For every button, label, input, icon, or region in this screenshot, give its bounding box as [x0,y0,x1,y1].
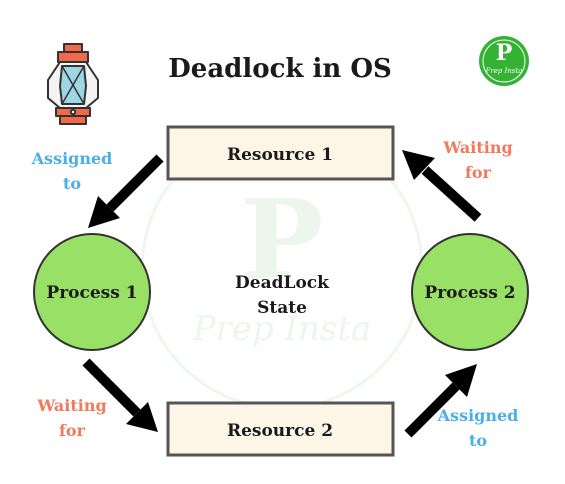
arrow-waiting-process2-to-resource1 [402,150,482,222]
resource-1-node: Resource 1 [166,125,395,181]
process-2-node: Process 2 [411,233,529,351]
process-1-label: Process 1 [46,283,137,303]
waiting-right-line2: for [465,163,492,182]
watermark-wordmark: Prep Insta [192,309,372,349]
process-2-label: Process 2 [424,283,515,303]
watermark: P Prep Insta [140,126,424,410]
edge-label-assigned-right: Assigned to [437,406,519,450]
watermark-letter: P [241,175,324,304]
process-1-node: Process 1 [33,233,151,351]
waiting-right-line1: Waiting [442,138,512,157]
assigned-right-line1: Assigned [437,406,519,425]
deadlock-state-line2: State [257,298,307,318]
arrow-assigned-resource2-to-process2 [404,364,477,438]
prepinsta-logo: P Prep Insta [479,36,529,86]
edge-label-waiting-left: Waiting for [36,396,106,440]
logo-letter: P [496,40,513,66]
lantern-icon [47,43,99,125]
arrow-waiting-process1-to-resource2 [82,358,158,432]
logo-wordmark: Prep Insta [485,67,523,75]
waiting-left-line1: Waiting [36,396,106,415]
arrow-assigned-resource1-to-process1 [88,154,164,228]
edge-label-waiting-right: Waiting for [442,138,512,182]
resource-2-label: Resource 2 [227,421,333,441]
deadlock-state-label: DeadLock State [235,273,330,318]
resource-2-node: Resource 2 [166,401,395,457]
assigned-left-line2: to [63,174,81,193]
deadlock-state-line1: DeadLock [235,273,330,293]
assigned-left-line1: Assigned [31,149,113,168]
assigned-right-line2: to [469,431,487,450]
edge-label-assigned-left: Assigned to [31,149,113,193]
waiting-left-line2: for [59,421,86,440]
page-title: Deadlock in OS [168,54,392,84]
resource-1-label: Resource 1 [227,145,333,165]
